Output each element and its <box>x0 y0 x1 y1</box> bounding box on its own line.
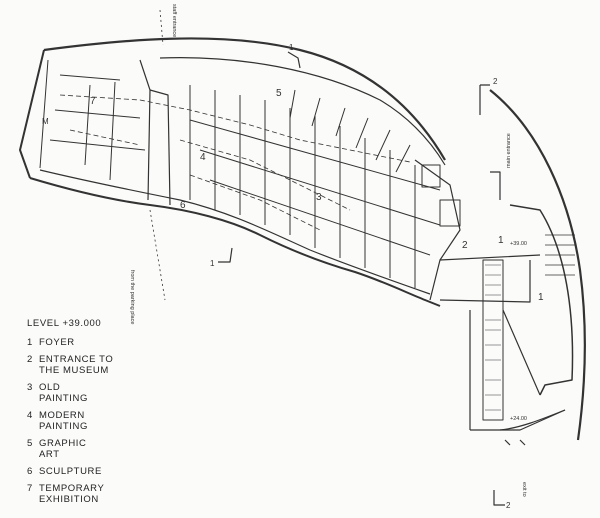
plan-legend: LEVEL +39.000 1 FOYER 2 ENTRANCE TO THE … <box>27 318 157 511</box>
entrance-corridor <box>439 254 541 303</box>
circulation-dashed <box>59 94 411 231</box>
main-entrance-label: main entrance <box>506 133 512 168</box>
legend-number: 4 <box>27 410 33 421</box>
section-label-1-top: 1 <box>289 43 294 52</box>
legend-item: 6 SCULPTURE <box>27 466 157 477</box>
stair-block-2 <box>439 199 461 227</box>
section-mark-1-bottom <box>218 247 233 263</box>
legend-label: ENTRANCE TO THE MUSEUM <box>39 354 114 376</box>
lower-corridor <box>469 309 566 431</box>
section-mark-2-bottom <box>493 490 505 506</box>
main-entrance-marker <box>490 171 501 200</box>
legend-number: 1 <box>27 337 33 348</box>
legend-number: 5 <box>27 438 33 449</box>
staff-path <box>159 9 164 46</box>
north-curved-wall-inner <box>159 57 446 166</box>
section-mark-1-top <box>287 51 301 69</box>
room-number-6: 6 <box>180 200 186 211</box>
room-number-1-foyer: 1 <box>498 235 504 246</box>
exit-label: exit to <box>521 482 527 497</box>
legend-item: 2 ENTRANCE TO THE MUSEUM <box>27 354 157 376</box>
legend-number: 6 <box>27 466 33 477</box>
room-number-7: 7 <box>90 96 96 107</box>
legend-label: OLD PAINTING <box>39 382 88 404</box>
section-label-2-bottom: 2 <box>506 501 511 510</box>
room-number-1-foyer-east: 1 <box>538 292 544 303</box>
parking-label: from the parking place <box>129 270 135 324</box>
north-curved-wall <box>43 37 446 161</box>
stair-block <box>421 164 441 188</box>
ramp-treads <box>485 264 501 411</box>
graphic-art-bays <box>289 89 411 173</box>
temporary-exhibition-partitions <box>39 59 146 181</box>
legend-item: 1 FOYER <box>27 337 157 348</box>
elevation-lower: +24.00 <box>510 416 527 422</box>
spine-corridor-2 <box>149 89 171 206</box>
foyer-outer-wall <box>489 89 586 441</box>
legend-item: 3 OLD PAINTING <box>27 382 157 404</box>
room-number-5: 5 <box>276 88 282 99</box>
legend-number: 3 <box>27 382 33 393</box>
legend-item: 4 MODERN PAINTING <box>27 410 157 432</box>
south-inner-wall <box>39 169 431 295</box>
west-wall <box>19 49 45 179</box>
spine-corridor <box>139 59 151 201</box>
room-number-3: 3 <box>316 192 322 203</box>
legend-label: TEMPORARY EXHIBITION <box>39 483 105 505</box>
section-label-2-top: 2 <box>493 77 498 86</box>
legend-label: GRAPHIC ART <box>39 438 87 460</box>
legend-label: MODERN PAINTING <box>39 410 88 432</box>
section-label-1-bottom: 1 <box>210 259 215 268</box>
elevation-upper: +39.00 <box>510 241 527 247</box>
foyer-inner-wall <box>509 204 574 396</box>
legend-number: 7 <box>27 483 33 494</box>
stairs-east <box>545 234 575 276</box>
parking-path <box>149 209 166 301</box>
room-number-4: 4 <box>200 152 206 163</box>
lower-entry <box>499 409 566 446</box>
ramp <box>482 259 504 421</box>
legend-item: 7 TEMPORARY EXHIBITION <box>27 483 157 505</box>
legend-item: 5 GRAPHIC ART <box>27 438 157 460</box>
staff-entrance-label: staff entrance <box>171 4 177 37</box>
legend-label: SCULPTURE <box>39 466 102 477</box>
legend-title: LEVEL +39.000 <box>27 318 102 329</box>
hinge-vestibule <box>414 159 461 301</box>
legend-number: 2 <box>27 354 33 365</box>
legend-label: FOYER <box>39 337 75 348</box>
section-mark-2-top <box>479 84 490 115</box>
room-number-m: M <box>42 117 49 126</box>
room-number-2: 2 <box>462 240 468 251</box>
south-wavy-facade <box>29 177 441 307</box>
